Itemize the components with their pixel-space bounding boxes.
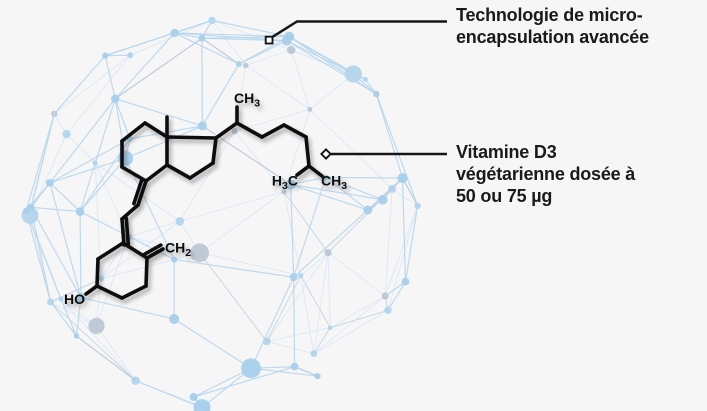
atom-label-isopropyl-methyl-left: H3C (272, 173, 298, 193)
atom-label-isopropyl-methyl-right: CH3 (321, 173, 347, 193)
network-sphere-graphic (21, 16, 421, 411)
callout-graphics (264, 20, 447, 160)
diamond-marker-icon (320, 148, 332, 160)
annotation-line: Vitamine D3 (456, 142, 557, 162)
atom-label-methylene: CH2 (165, 240, 191, 260)
annotation-line: végétarienne dosée à (456, 164, 636, 184)
annotation-line: Technologie de micro- (456, 5, 643, 25)
square-marker-icon (264, 35, 274, 45)
annotation-vitamine-d3: Vitamine D3 végétarienne dosée à 50 ou 7… (456, 141, 635, 207)
annotation-line: 50 ou 75 µg (456, 186, 553, 206)
annotation-line: encapsulation avancée (456, 27, 649, 47)
atom-label-side-chain-methyl: CH3 (234, 90, 260, 110)
callout-line-micro-encapsulation (271, 20, 447, 39)
annotation-micro-encapsulation: Technologie de micro- encapsulation avan… (456, 4, 649, 48)
atom-label-hydroxyl: HO (64, 291, 85, 307)
